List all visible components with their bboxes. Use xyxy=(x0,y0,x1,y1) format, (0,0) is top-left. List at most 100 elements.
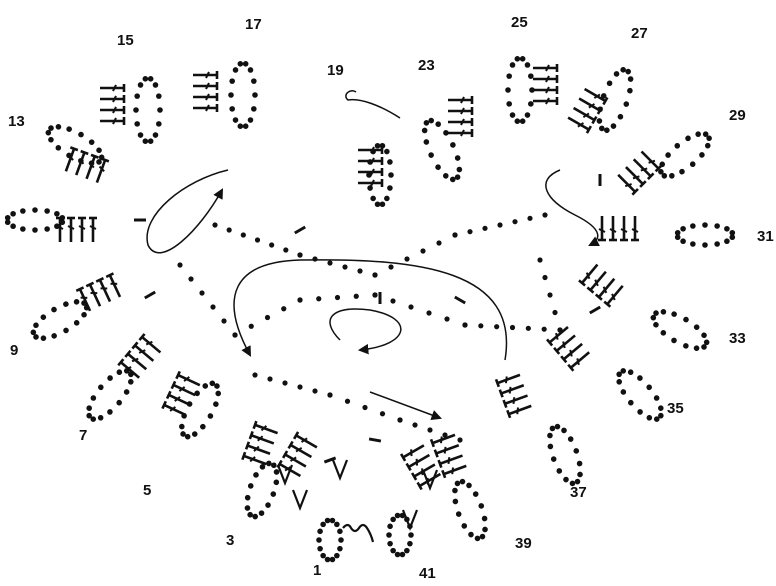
double-crochet-symbol xyxy=(442,462,467,478)
chain-dot xyxy=(342,264,347,269)
row-label-7: 7 xyxy=(79,427,87,444)
chain-dot xyxy=(138,132,144,138)
chain-dot xyxy=(138,82,144,88)
dc-top-bar xyxy=(254,421,257,429)
chain-dot xyxy=(207,412,215,420)
chain-dot xyxy=(698,151,706,159)
double-crochet-symbol xyxy=(67,218,75,242)
single-crochet-dash xyxy=(145,292,155,298)
chain-dot xyxy=(153,82,159,88)
chain-dot xyxy=(597,106,604,113)
chain-dot xyxy=(32,227,38,233)
chain-dot xyxy=(327,260,332,265)
chain-dot xyxy=(670,337,678,345)
chain-dot xyxy=(510,112,516,118)
dc-top-bar xyxy=(435,450,438,458)
chain-dot xyxy=(407,541,413,547)
chain-dot xyxy=(188,276,193,281)
chain-dot xyxy=(320,553,326,559)
double-crochet-symbol xyxy=(609,216,617,240)
chain-dot xyxy=(678,168,686,176)
chain-dot xyxy=(426,310,431,315)
arrow-left-loop xyxy=(147,170,228,253)
row-label-29: 29 xyxy=(729,107,746,124)
dc-top-bar xyxy=(439,460,442,468)
dc-top-bar xyxy=(106,273,113,276)
chain-dot xyxy=(702,222,708,228)
chain-dot xyxy=(694,130,702,138)
picot-chain-loop xyxy=(5,207,65,233)
dc-top-bar xyxy=(504,400,507,408)
chain-dot xyxy=(388,172,394,178)
chain-dot xyxy=(528,101,534,107)
chain-dot xyxy=(267,376,272,381)
dc-cross-bar xyxy=(546,98,549,104)
chain-dot xyxy=(62,300,70,308)
chain-dot xyxy=(186,400,194,408)
chain-dot xyxy=(44,226,50,232)
single-crochet-dash xyxy=(590,307,600,313)
chain-dot xyxy=(627,368,635,376)
picot-chain-loop xyxy=(386,513,414,558)
dc-cross-bar xyxy=(90,226,96,229)
chain-dot xyxy=(316,296,321,301)
chain-dot xyxy=(462,322,467,327)
dc-post xyxy=(440,456,463,464)
dc-post xyxy=(579,99,600,111)
chain-dot xyxy=(420,248,425,253)
double-crochet-symbol xyxy=(62,147,78,172)
chain-dot xyxy=(191,430,199,438)
chain-dot xyxy=(506,101,512,107)
chain-dot xyxy=(404,548,410,554)
chain-dot xyxy=(210,304,215,309)
dc-top-bar xyxy=(167,391,170,398)
dc-cross-bar xyxy=(113,96,116,102)
chain-dot xyxy=(283,247,288,252)
dc-cross-bar xyxy=(461,119,464,125)
v-stitch xyxy=(333,460,347,478)
chain-dot xyxy=(10,223,16,229)
chain-dot xyxy=(693,323,701,331)
chain-dot xyxy=(434,120,441,127)
chain-dot xyxy=(527,216,532,221)
double-crochet-symbol xyxy=(504,392,529,408)
chain-dot xyxy=(50,332,58,340)
picot-chain-loop xyxy=(651,123,719,187)
chain-dot xyxy=(127,378,135,386)
chain-dot xyxy=(670,310,678,318)
chain-dot xyxy=(133,107,139,113)
double-crochet-symbol xyxy=(246,442,271,458)
picot-chain-loop xyxy=(540,420,590,490)
chain-dot xyxy=(442,432,447,437)
chain-dot xyxy=(461,522,468,529)
double-crochet-symbol xyxy=(193,71,217,79)
chain-dot xyxy=(506,73,512,79)
double-crochet-symbol xyxy=(448,118,472,126)
chain-dot xyxy=(227,227,232,232)
chain-dot xyxy=(32,321,40,329)
row-label-37: 37 xyxy=(570,484,587,501)
dc-top-bar xyxy=(401,454,405,461)
row-label-9: 9 xyxy=(10,342,18,359)
chain-dot xyxy=(404,256,409,261)
chain-dot xyxy=(520,56,526,62)
chain-dot xyxy=(423,138,430,145)
chain-dot xyxy=(395,513,401,519)
chain-dot xyxy=(255,237,260,242)
dc-post xyxy=(285,454,306,466)
chain-dot xyxy=(442,129,449,136)
chain-dot xyxy=(337,546,343,552)
chain-dot xyxy=(421,127,428,134)
chain-dot xyxy=(366,172,372,178)
dc-cross-bar xyxy=(546,65,549,71)
chain-dot xyxy=(316,537,322,543)
chain-dot xyxy=(238,61,244,67)
chain-dot xyxy=(345,399,350,404)
chain-dot xyxy=(77,131,85,139)
chain-dot xyxy=(297,252,302,257)
dc-cross-bar xyxy=(68,226,74,229)
picot-loop-layer xyxy=(5,56,735,562)
dc-post xyxy=(607,286,622,304)
dc-top-bar xyxy=(70,147,78,150)
